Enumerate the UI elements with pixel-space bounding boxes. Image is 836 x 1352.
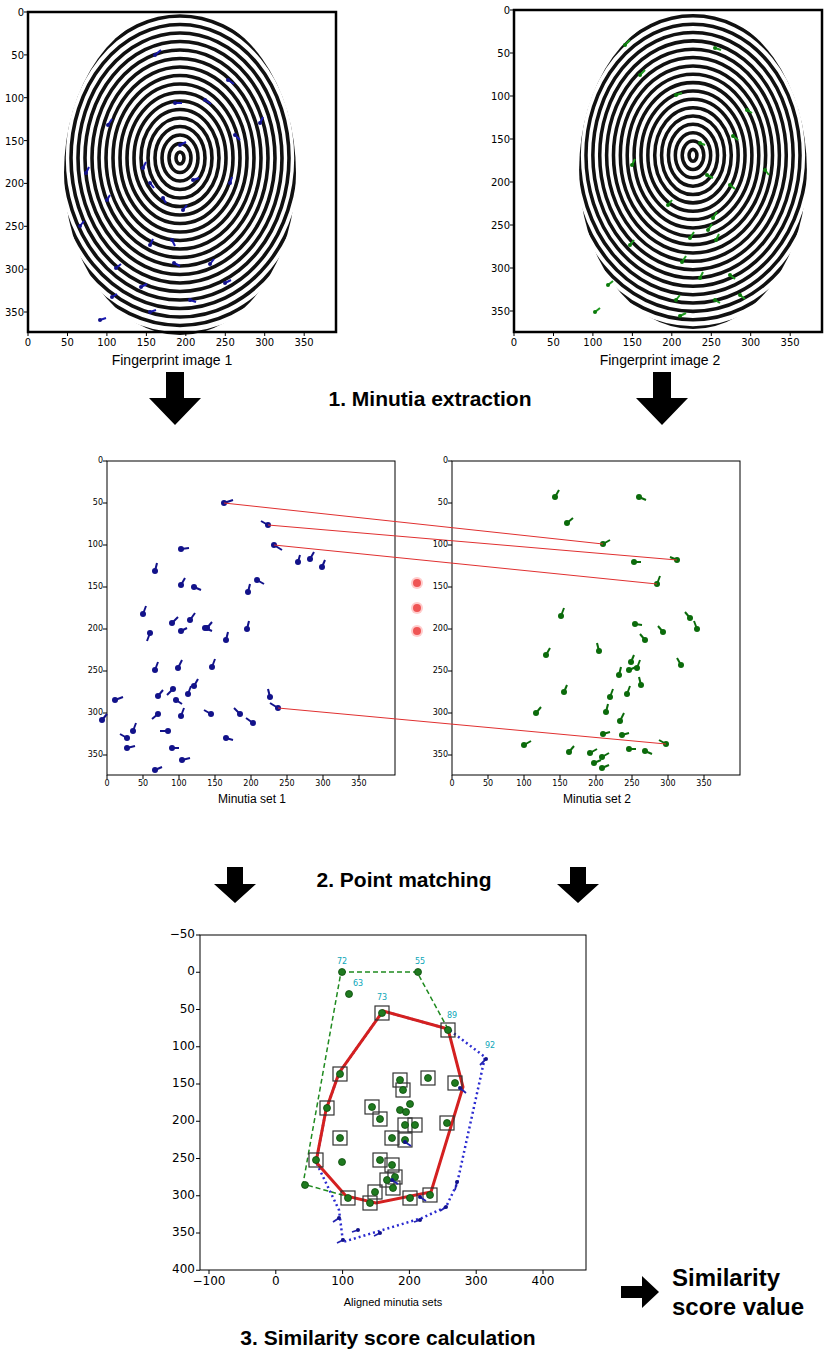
tick-label: 0 — [187, 966, 195, 979]
panel-caption: Minutia set 1 — [218, 793, 286, 806]
tick-label: 100 — [331, 1275, 354, 1288]
tick-label: 250 — [88, 667, 103, 676]
point-number: 63 — [353, 980, 363, 989]
tick-label: 250 — [702, 337, 721, 348]
tick-label: 300 — [741, 337, 760, 348]
point-number: 72 — [337, 958, 347, 967]
tick-label: 250 — [433, 667, 448, 676]
tick-label: 0 — [504, 5, 510, 16]
point-number: 92 — [485, 1042, 495, 1051]
tick-label: 400 — [532, 1275, 555, 1288]
tick-label: 100 — [88, 541, 103, 550]
result-text: Similarity score value — [672, 1264, 822, 1322]
tick-label: 150 — [88, 583, 103, 592]
tick-label: 300 — [88, 709, 103, 718]
tick-label: 350 — [781, 337, 800, 348]
tick-label: 200 — [433, 625, 448, 634]
tick-label: 250 — [624, 780, 639, 789]
tick-label: 200 — [398, 1275, 421, 1288]
tick-label: 0 — [449, 780, 454, 789]
tick-label: 150 — [172, 1077, 195, 1090]
tick-label: 0 — [104, 780, 109, 789]
tick-label: 250 — [491, 220, 510, 231]
tick-label: 0 — [98, 457, 103, 466]
tick-label: −100 — [193, 1275, 226, 1288]
step-title: 3. Similarity score calculation — [240, 1326, 535, 1349]
tick-label: 150 — [491, 134, 510, 145]
step-title: 2. Point matching — [316, 868, 491, 891]
tick-label: 200 — [662, 337, 681, 348]
tick-label: 0 — [25, 337, 31, 348]
step-title: 1. Minutia extraction — [328, 387, 531, 410]
tick-label: 100 — [5, 92, 24, 103]
tick-label: 0 — [511, 337, 517, 348]
axis-caption: Aligned minutia sets — [344, 1296, 442, 1308]
tick-label: 200 — [176, 337, 195, 348]
tick-label: 350 — [5, 307, 24, 318]
tick-label: 250 — [172, 1152, 195, 1165]
tick-label: 250 — [279, 780, 294, 789]
figure-caption: Fingerprint image 2 — [600, 353, 721, 368]
tick-label: 0 — [272, 1275, 280, 1288]
tick-label: 100 — [516, 780, 531, 789]
tick-label: 150 — [433, 583, 448, 592]
tick-label: 200 — [243, 780, 258, 789]
tick-label: 50 — [497, 48, 510, 59]
panel-caption: Minutia set 2 — [563, 793, 631, 806]
tick-label: −50 — [170, 928, 195, 941]
tick-label: 300 — [255, 337, 274, 348]
tick-label: 300 — [433, 709, 448, 718]
tick-label: 300 — [5, 264, 24, 275]
tick-label: 50 — [11, 49, 24, 60]
tick-label: 100 — [433, 541, 448, 550]
tick-label: 50 — [93, 499, 103, 508]
tick-label: 100 — [583, 337, 602, 348]
tick-label: 100 — [491, 91, 510, 102]
tick-label: 200 — [5, 178, 24, 189]
tick-label: 200 — [172, 1115, 195, 1128]
tick-label: 300 — [660, 780, 675, 789]
tick-label: 300 — [172, 1189, 195, 1202]
tick-label: 100 — [172, 1040, 195, 1053]
tick-label: 150 — [5, 135, 24, 146]
tick-label: 200 — [491, 177, 510, 188]
point-number: 73 — [377, 994, 387, 1003]
tick-label: 0 — [443, 457, 448, 466]
tick-label: 300 — [465, 1275, 488, 1288]
point-number: 89 — [447, 1012, 457, 1021]
tick-label: 400 — [172, 1264, 195, 1277]
tick-label: 300 — [315, 780, 330, 789]
tick-label: 300 — [491, 263, 510, 274]
tick-label: 50 — [483, 780, 493, 789]
tick-label: 350 — [88, 751, 103, 760]
tick-label: 350 — [433, 751, 448, 760]
tick-label: 250 — [5, 221, 24, 232]
tick-label: 150 — [137, 337, 156, 348]
figure-caption: Fingerprint image 1 — [112, 353, 233, 368]
tick-label: 50 — [547, 337, 560, 348]
tick-label: 200 — [88, 625, 103, 634]
tick-label: 350 — [172, 1226, 195, 1239]
tick-label: 100 — [97, 337, 116, 348]
tick-label: 350 — [491, 306, 510, 317]
tick-label: 250 — [216, 337, 235, 348]
tick-label: 350 — [696, 780, 711, 789]
tick-label: 150 — [623, 337, 642, 348]
tick-label: 0 — [18, 7, 24, 18]
tick-label: 50 — [138, 780, 148, 789]
tick-label: 350 — [351, 780, 366, 789]
tick-label: 50 — [180, 1003, 195, 1016]
point-number: 55 — [415, 958, 425, 967]
tick-label: 50 — [438, 499, 448, 508]
tick-label: 100 — [171, 780, 186, 789]
tick-label: 150 — [552, 780, 567, 789]
tick-label: 50 — [61, 337, 74, 348]
tick-label: 200 — [588, 780, 603, 789]
tick-label: 150 — [207, 780, 222, 789]
tick-label: 350 — [295, 337, 314, 348]
